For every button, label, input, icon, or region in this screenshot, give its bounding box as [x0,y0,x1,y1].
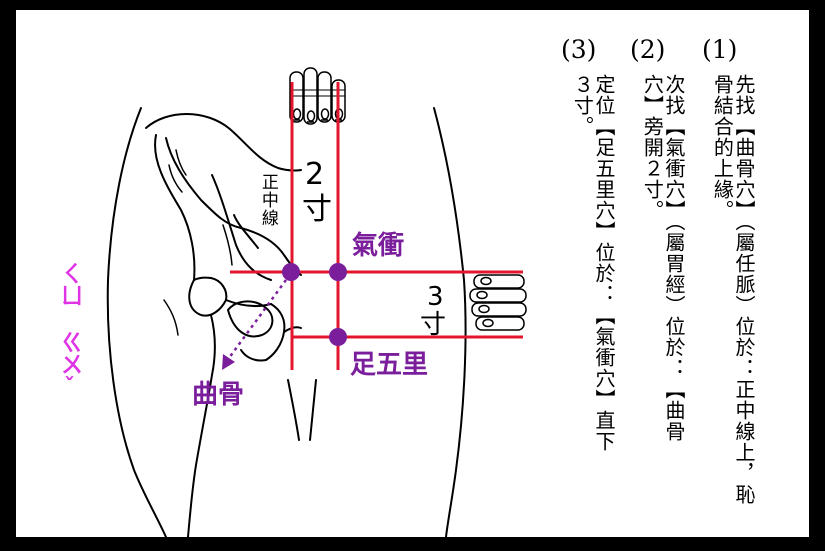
step2-text: 次找【氣衝穴】（屬胃經）位於：【曲骨穴】旁開２寸。 [640,74,686,442]
zuwuli-label: 足五里 [350,350,429,380]
three-cun-unit: 寸 [420,310,447,340]
femur-head [188,276,228,317]
step1-number: (1) [702,35,738,64]
qichong-label: 氣衝 [352,231,405,261]
finger-measure-icon-3cun [469,274,527,331]
step3-text: 定位【足五里穴】位於：【氣衝穴】直下３寸。 [570,74,616,452]
qugu-phonetic-label: ㄑㄩ ㄍㄨˇ [57,262,82,400]
zuwuli-point [329,328,347,346]
obturator-foramen [227,300,274,338]
anatomy-illustration [106,67,527,537]
two-cun-number: 2 [305,157,325,192]
iliac-crest [145,113,302,172]
body-outline-right [433,107,467,537]
step1-text: 先找【曲骨穴】（屬任脈）位於：正中線上，恥骨結合的上緣。 [710,74,756,505]
midline-label: 正中線 [257,173,278,227]
diagram-frame: 正中線 2 寸 3 寸 氣衝 足五里 曲骨 ㄑㄩ ㄍㄨˇ (1) 先找【曲骨穴】… [16,10,809,537]
step3-number: (3) [561,35,597,64]
three-cun-number: 3 [427,282,444,312]
qugu-point [282,263,300,281]
qichong-point [329,263,347,281]
groin-curve [287,379,300,441]
two-cun-unit: 寸 [302,192,332,227]
qugu-label: 曲骨 [192,380,245,410]
iliac-wing [154,134,196,281]
qugu-pointer-arrow [222,279,288,370]
step2-number: (2) [630,35,666,64]
body-outline-left [106,107,167,537]
